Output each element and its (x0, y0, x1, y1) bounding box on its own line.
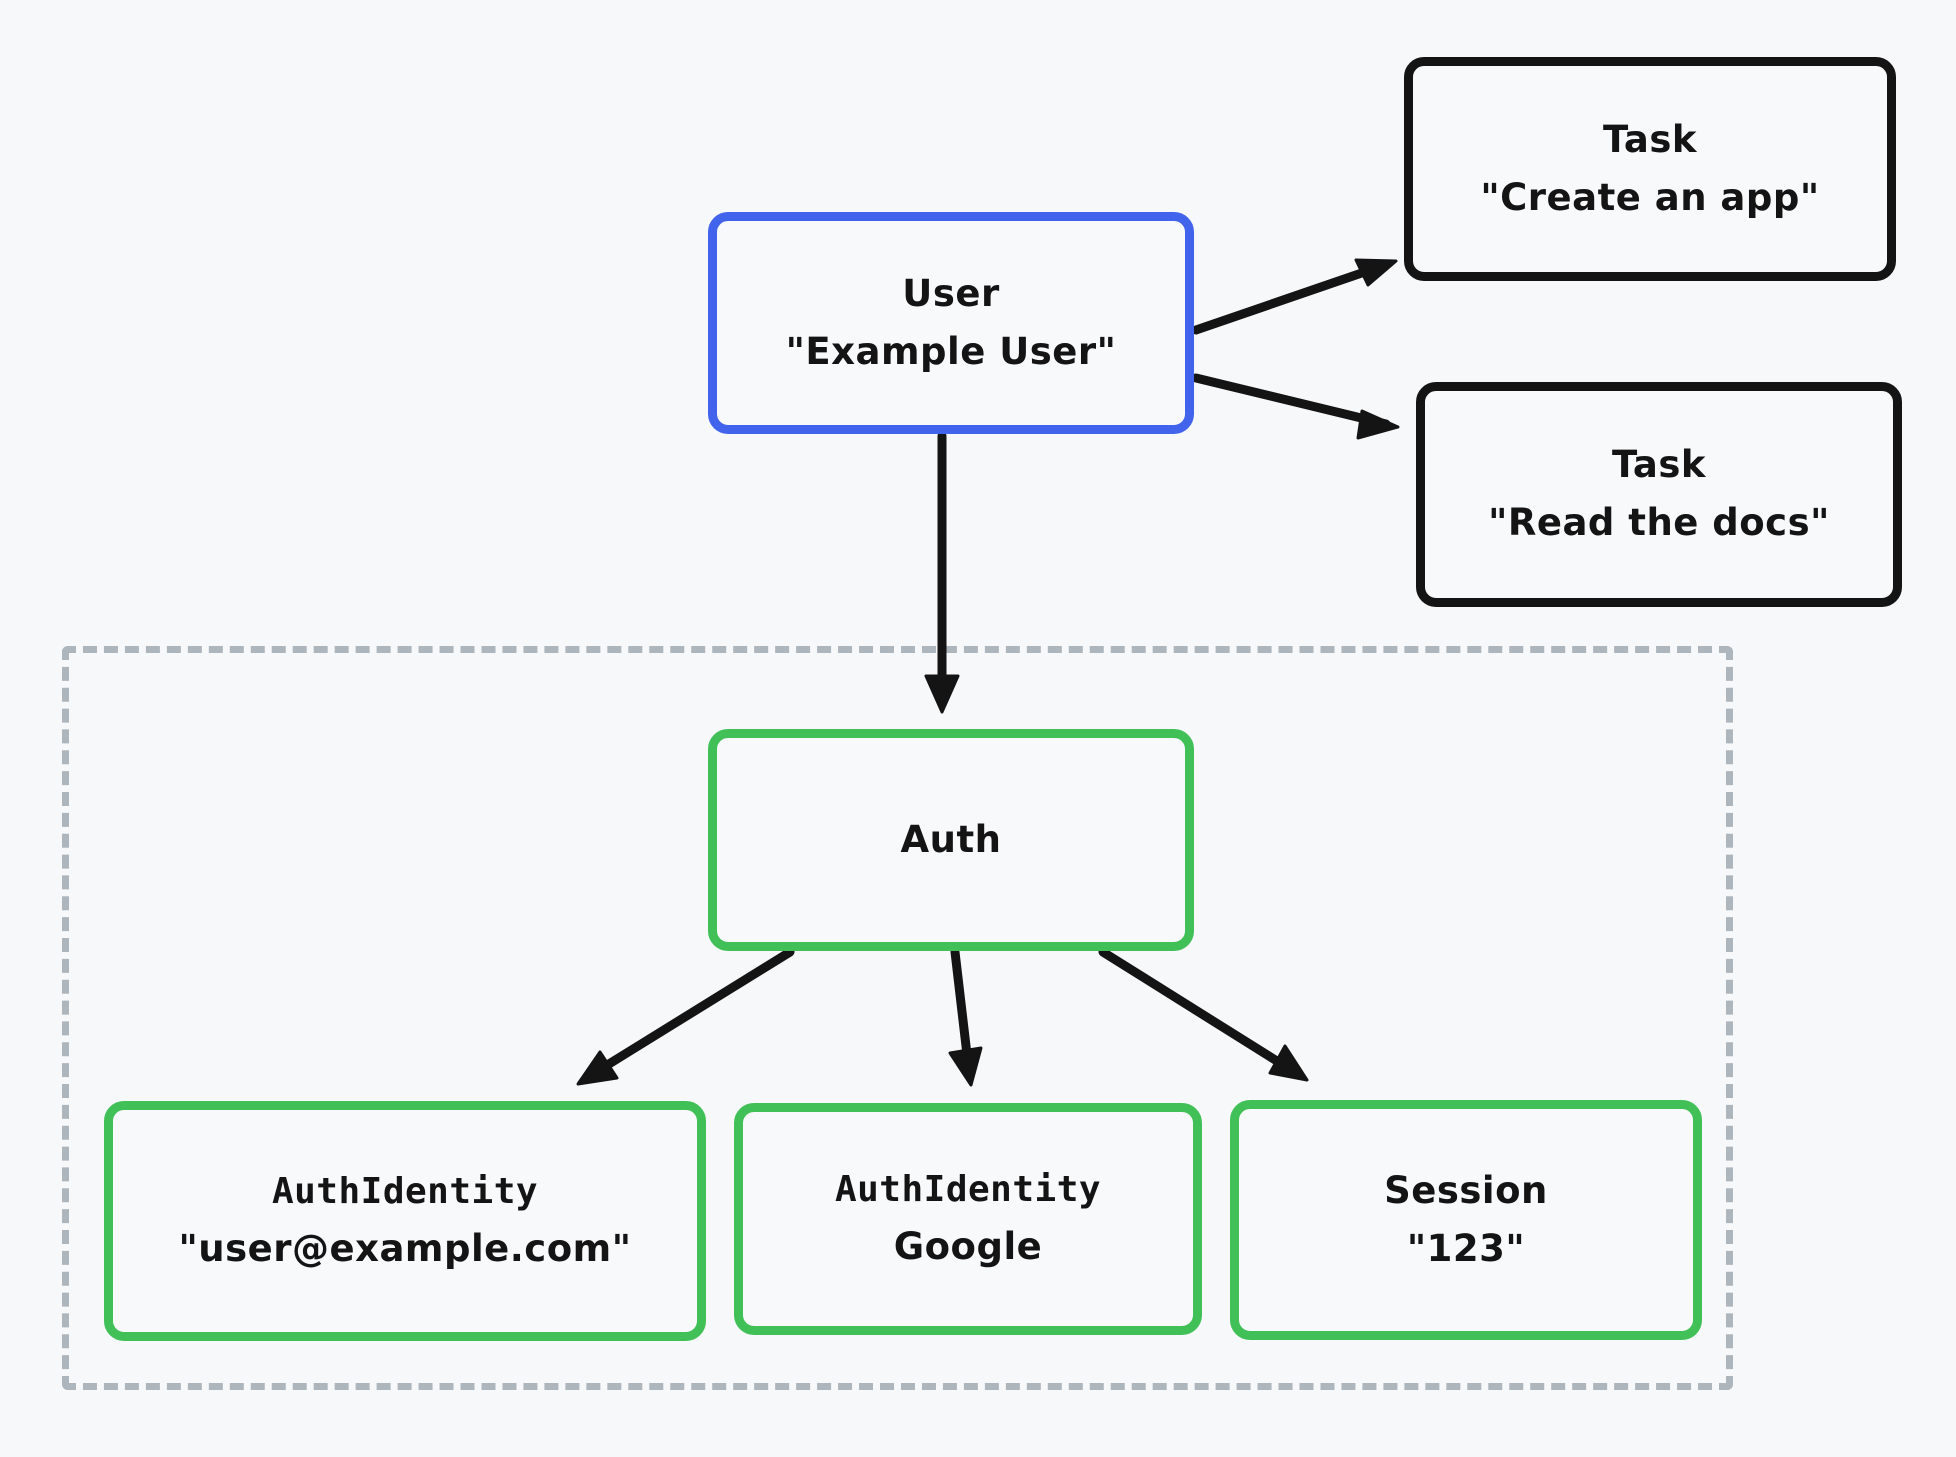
auth-group-container (62, 646, 1733, 1390)
node-auth[interactable]: Auth (708, 729, 1194, 951)
edge-user-to-task-read (1191, 373, 1400, 440)
node-task-create-subtitle: "Create an app" (1480, 175, 1820, 219)
node-authidentity-email-subtitle: "user@example.com" (178, 1226, 632, 1270)
node-session[interactable]: Session "123" (1230, 1100, 1702, 1340)
node-authidentity-email-title: AuthIdentity (271, 1171, 539, 1213)
node-session-title: Session (1384, 1168, 1548, 1212)
node-task-read[interactable]: Task "Read the docs" (1416, 382, 1902, 607)
node-user[interactable]: User "Example User" (708, 212, 1194, 434)
node-task-create-title: Task (1602, 117, 1698, 161)
edge-user-to-task-create (1191, 258, 1398, 335)
node-task-read-title: Task (1611, 443, 1707, 487)
node-authidentity-email[interactable]: AuthIdentity "user@example.com" (104, 1101, 706, 1341)
node-session-subtitle: "123" (1406, 1226, 1526, 1270)
node-authidentity-google[interactable]: AuthIdentity Google (734, 1103, 1202, 1335)
node-user-subtitle: "Example User" (785, 329, 1117, 373)
node-auth-title: Auth (900, 817, 1002, 861)
node-authidentity-google-subtitle: Google (893, 1224, 1043, 1268)
node-task-read-subtitle: "Read the docs" (1488, 501, 1830, 544)
node-user-title: User (902, 271, 1000, 315)
node-task-create[interactable]: Task "Create an app" (1404, 57, 1896, 281)
node-authidentity-google-title: AuthIdentity (834, 1169, 1102, 1211)
